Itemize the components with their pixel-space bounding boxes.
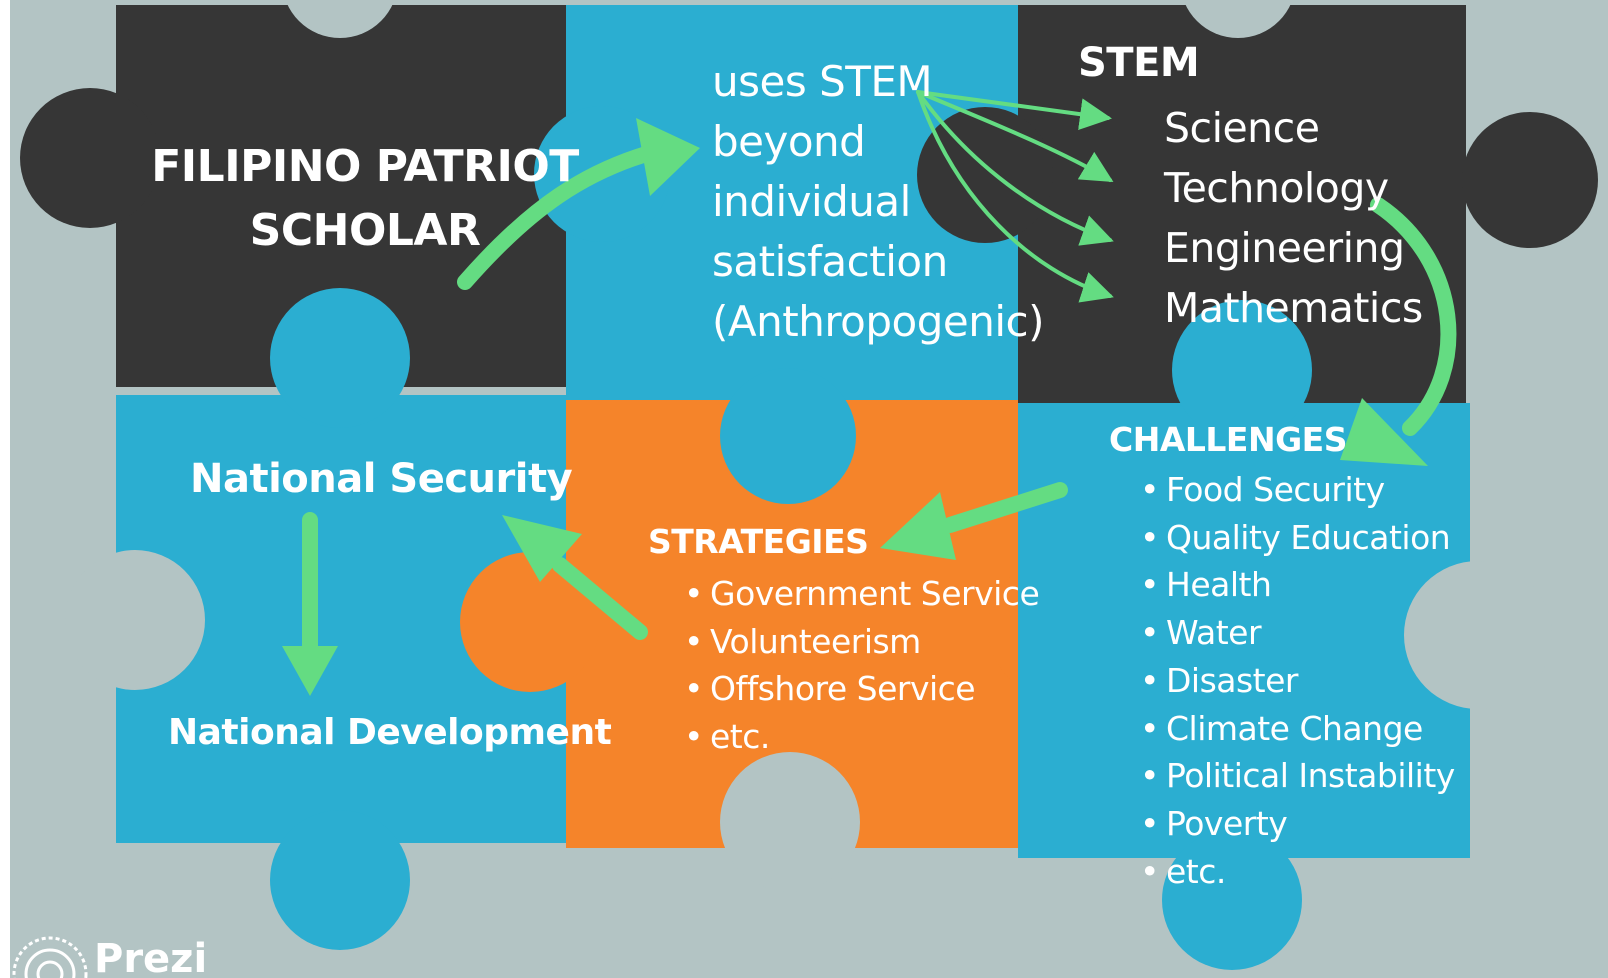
arrow-security-to-development-head [282, 646, 338, 696]
patriot-title: FILIPINO PATRIOT SCHOLAR [80, 135, 650, 263]
challenge-item: Water [1140, 609, 1455, 657]
challenge-item: Food Security [1140, 466, 1455, 514]
stem-usage-line: beyond [712, 117, 866, 166]
arrow-to-mathematics [916, 90, 1114, 303]
arrow-stem-to-challenges-head [1340, 398, 1428, 466]
strategies-title: STRATEGIES [648, 522, 869, 561]
challenges-title: CHALLENGES [1109, 420, 1348, 459]
arrow-strategies-to-security-head [502, 515, 582, 582]
arrow-to-technology [916, 90, 1114, 183]
arrow-stem-to-challenges [1370, 197, 1457, 436]
challenge-item: Poverty [1140, 800, 1455, 848]
prezi-watermark: Prezi [10, 934, 210, 978]
puzzle-background [10, 0, 1608, 978]
stem-item-technology: Technology [1164, 164, 1389, 212]
stem-usage-line: individual [712, 177, 911, 226]
arrow-to-science [916, 90, 1112, 131]
stem-title: STEM [1078, 40, 1200, 86]
national-development-label: National Development [168, 712, 612, 753]
challenge-item: Political Instability [1140, 752, 1455, 800]
stem-usage-line: uses STEM [712, 57, 933, 106]
strategy-item: Government Service [684, 570, 1040, 618]
stem-item-mathematics: Mathematics [1164, 284, 1423, 332]
strategies-list: Government Service Volunteerism Offshore… [684, 570, 1040, 761]
stem-usage-line: satisfaction [712, 237, 948, 286]
arrow-challenges-to-strategies [942, 482, 1068, 533]
challenges-list: Food Security Quality Education Health W… [1140, 466, 1455, 895]
prezi-brand-text: Prezi [94, 936, 208, 978]
socket-strategies [720, 368, 856, 504]
arrow-patriot-to-usage-head [636, 118, 700, 196]
stem-usage-line: (Anthropogenic) [712, 297, 1045, 346]
stem-item-science: Science [1164, 104, 1320, 152]
strategy-item: Volunteerism [684, 618, 1039, 666]
stem-item-engineering: Engineering [1164, 224, 1405, 272]
patriot-title-line1: FILIPINO PATRIOT [151, 141, 579, 192]
national-security-label: National Security [190, 456, 573, 502]
stem-list: Science Technology Engineering Mathemati… [1164, 98, 1423, 338]
challenge-item: Climate Change [1140, 705, 1455, 753]
arrow-patriot-to-usage [457, 142, 668, 290]
challenge-item: Disaster [1140, 657, 1455, 705]
challenge-item: Quality Education [1140, 514, 1455, 562]
challenge-item: etc. [1140, 848, 1455, 896]
strategy-item: Offshore Service [684, 665, 1039, 713]
patriot-title-line2: SCHOLAR [249, 205, 481, 256]
arrow-to-engineering [916, 90, 1114, 246]
prezi-logo-icon [12, 936, 88, 978]
challenge-item: Health [1140, 561, 1455, 609]
stem-usage-text: uses STEM beyond individual satisfaction… [712, 52, 1045, 352]
arrow-strategies-to-security [552, 557, 648, 640]
diagram-arrows [282, 90, 1457, 696]
arrow-challenges-to-strategies-head [880, 492, 956, 560]
strategy-item: etc. [684, 713, 1039, 761]
